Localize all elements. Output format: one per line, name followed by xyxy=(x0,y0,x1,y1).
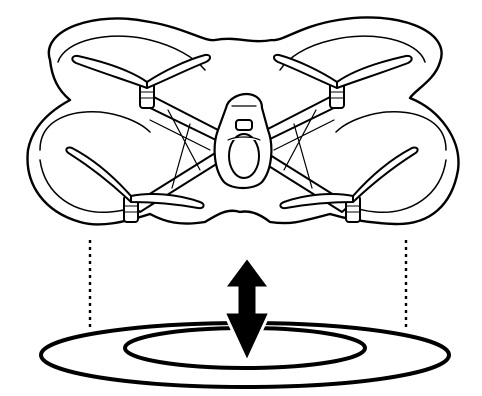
up-down-arrow-icon xyxy=(224,257,270,362)
body-canopy xyxy=(229,134,259,178)
drone xyxy=(28,17,459,224)
camera-lens-icon xyxy=(236,120,252,130)
